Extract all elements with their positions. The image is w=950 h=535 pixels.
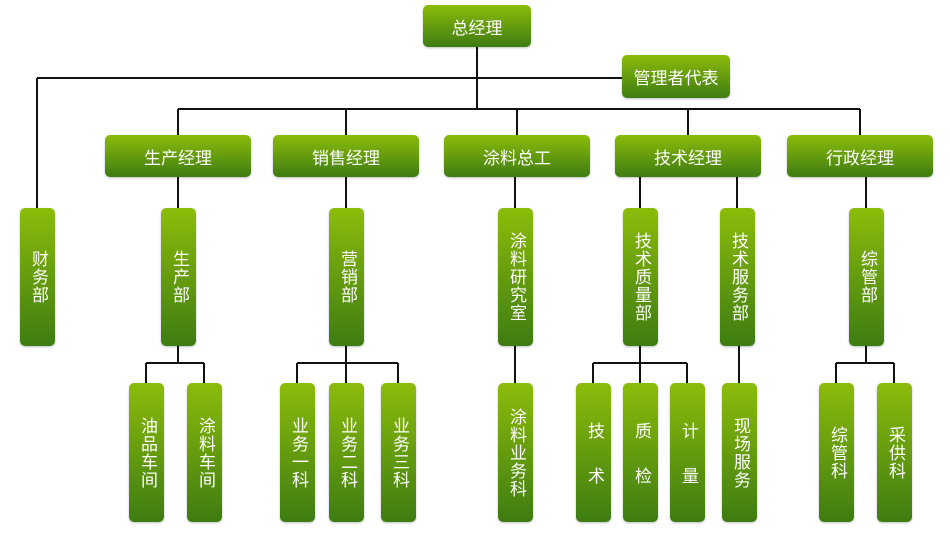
dept-label: 技术质量部 xyxy=(631,232,651,322)
manager-box: 生产经理 xyxy=(105,135,251,177)
dept-box: 综管部 xyxy=(849,208,884,346)
unit-box: 质检 xyxy=(623,383,658,522)
unit-label: 业务三科 xyxy=(389,416,409,489)
manager-label: 行政经理 xyxy=(826,148,894,169)
dept-box: 技术质量部 xyxy=(623,208,658,346)
unit-box: 业务一科 xyxy=(280,383,315,522)
dept-label: 财务部 xyxy=(28,250,48,304)
ceo-label: 总经理 xyxy=(451,18,503,39)
unit-label: 计量 xyxy=(678,421,698,512)
unit-label: 采供科 xyxy=(885,425,905,480)
dept-box: 涂料研究室 xyxy=(498,208,533,346)
dept-label: 技术服务部 xyxy=(728,232,748,322)
dept-label: 生产部 xyxy=(169,250,189,304)
dept-box: 技术服务部 xyxy=(720,208,755,346)
unit-label: 涂料车间 xyxy=(195,416,215,489)
unit-box: 涂料业务科 xyxy=(498,383,533,522)
unit-box: 技术 xyxy=(576,383,611,522)
dept-label: 涂料研究室 xyxy=(506,232,526,322)
manager-box: 销售经理 xyxy=(273,135,419,177)
ceo-box: 总经理 xyxy=(423,5,531,47)
manager-label: 技术经理 xyxy=(654,148,722,169)
manager-box: 涂料总工 xyxy=(444,135,590,177)
unit-label: 现场服务 xyxy=(730,416,750,489)
unit-label: 质检 xyxy=(631,421,651,512)
unit-box: 涂料车间 xyxy=(187,383,222,522)
unit-box: 计量 xyxy=(670,383,705,522)
unit-box: 油品车间 xyxy=(129,383,164,522)
unit-box: 现场服务 xyxy=(722,383,757,522)
unit-label: 涂料业务科 xyxy=(506,407,526,498)
unit-box: 采供科 xyxy=(877,383,912,522)
unit-label: 业务二科 xyxy=(337,416,357,489)
dept-box: 财务部 xyxy=(20,208,55,346)
manager-label: 销售经理 xyxy=(312,148,380,169)
unit-box: 业务二科 xyxy=(329,383,364,522)
unit-label: 技术 xyxy=(584,421,604,512)
unit-label: 油品车间 xyxy=(137,416,157,489)
manager-box: 行政经理 xyxy=(787,135,933,177)
dept-box: 营销部 xyxy=(329,208,364,346)
dept-label: 综管部 xyxy=(857,250,877,304)
dept-box: 生产部 xyxy=(161,208,196,346)
unit-box: 业务三科 xyxy=(381,383,416,522)
unit-label: 综管科 xyxy=(827,425,847,480)
manager-label: 生产经理 xyxy=(144,148,212,169)
unit-box: 综管科 xyxy=(819,383,854,522)
management-rep-label: 管理者代表 xyxy=(633,69,719,89)
unit-label: 业务一科 xyxy=(288,416,308,489)
manager-label: 涂料总工 xyxy=(483,148,551,169)
manager-box: 技术经理 xyxy=(615,135,761,177)
dept-label: 营销部 xyxy=(337,250,357,304)
management-rep-box: 管理者代表 xyxy=(622,55,730,98)
